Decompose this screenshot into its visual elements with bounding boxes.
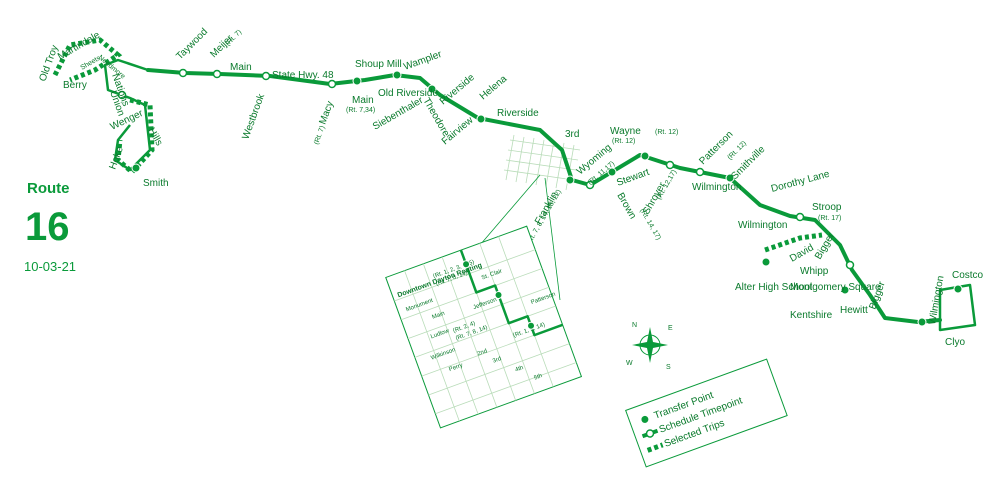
label-hewitt: Hewitt [840,305,868,316]
timepoint-stroop[interactable] [795,212,805,222]
downtown-inset: Downtown Dayton Routing Monument Main Lu… [385,225,583,429]
label-brown: Brown [614,191,638,221]
inset-third: 3rd [492,356,502,365]
transfer-wayne[interactable] [640,151,650,161]
label-costco: Costco [952,270,984,281]
label-alter: Alter High School [735,282,812,293]
legend-transfer-icon [640,414,650,424]
inset-fourth: 4th [514,365,524,373]
transfer-stewart[interactable] [607,167,617,177]
compass-star-icon [632,327,668,363]
label-main2-rt: (Rt. 7,34) [346,107,375,114]
label-westbrook: Westbrook [240,92,267,141]
label-old-troy: Old Troy [37,44,60,83]
label-old-riverside: Old Riverside [378,88,438,99]
label-whipp: Whipp [800,266,829,277]
selected-trips-alter [764,232,823,253]
label-kentshire: Kentshire [790,310,833,321]
legend: Transfer Point Schedule Timepoint Select… [625,358,788,468]
label-stewart: Stewart [615,167,651,189]
label-siebenthaler: Siebenthaler [371,95,426,133]
label-wayne: Wayne [610,126,641,137]
inset-second: 2nd [477,348,488,357]
inset-transfer-3[interactable] [527,321,536,330]
label-montgomery-square: Montgomery Square [790,282,881,293]
timepoint-shroyer[interactable] [665,160,675,170]
label-shoup-mill: Shoup Mill [355,59,402,70]
label-bigger: Bigger [813,230,837,261]
label-stroop: Stroop [812,202,842,213]
timepoint-macy[interactable] [327,79,337,89]
label-wampler: Wampler [402,49,444,73]
compass-w: W [626,360,633,367]
label-state-hwy-48: State Hwy. 48 [272,70,334,81]
label-main2: Main [352,95,374,106]
label-dorothy-lane: Dorothy Lane [770,169,831,195]
inset-main: Main [431,311,445,321]
timepoint-whipp[interactable] [845,260,855,270]
transfer-third[interactable] [565,175,575,185]
label-third: 3rd [565,129,579,140]
legend-selected-trips-icon [646,442,664,453]
stop-markers [117,68,963,327]
compass-n: N [632,322,637,329]
timepoint-needmore[interactable] [117,90,127,100]
compass-s: S [666,364,671,371]
inset-fifth: 5th [533,373,543,381]
transfer-wampler[interactable] [392,70,402,80]
label-riverside: Riverside [438,72,477,107]
inset-callout [479,174,561,301]
label-wilmington2: Wilmington [738,220,787,231]
label-macy-rt: (Rt. 7) [313,125,326,146]
timepoint-taywood[interactable] [178,68,188,78]
selected-trips-north [52,37,123,83]
timepoint-westbrook[interactable] [261,71,271,81]
inset-transfer-1[interactable] [462,260,471,269]
label-helena: Helena [478,73,510,102]
label-wilmington: Wilmington [692,182,741,193]
transfer-montgomery-square[interactable] [840,285,850,295]
route-number: 16 [25,205,70,249]
legend-frame [625,358,788,468]
transfer-smith[interactable] [131,163,141,173]
transfer-main[interactable] [352,76,362,86]
transfer-riverside[interactable] [476,114,486,124]
label-macy: Macy [317,100,336,126]
label-david: David [788,242,816,264]
selected-trips-wenger [115,97,155,176]
label-berry: Berry [63,80,87,91]
inset-transfer-2[interactable] [494,290,503,299]
inset-route[interactable] [459,226,564,349]
transfer-wilmington[interactable] [917,317,927,327]
label-clyo: Clyo [945,337,965,348]
timepoint-wyoming[interactable] [585,180,595,190]
timepoint-patterson[interactable] [695,167,705,177]
downtown-grid [503,134,581,191]
timepoint-meijer[interactable] [212,69,222,79]
compass-e: E [668,325,673,332]
label-stroop-rt: (Rt. 17) [818,215,841,222]
label-smith: Smith [143,178,169,189]
route-date: 10-03-21 [24,259,76,274]
label-wilmington3: Wilmington [927,275,946,326]
transfer-smithville[interactable] [725,173,735,183]
inset-frame [385,225,583,429]
label-rt12: (Rt. 12) [655,129,678,136]
compass-rose: N E S W [626,322,673,371]
transfer-costco[interactable] [953,284,963,294]
transfer-alter[interactable] [761,257,771,267]
label-main: Main [230,62,252,73]
label-patterson: Patterson [697,129,735,167]
label-riverside2: Riverside [497,108,539,119]
label-taywood: Taywood [174,26,210,62]
route-title: Route [27,180,70,197]
transfer-siebenthaler[interactable] [427,84,437,94]
legend-timepoint-icon [645,429,655,438]
inset-perry: Perry [448,363,464,374]
label-wayne-rt: (Rt. 12) [612,138,635,145]
